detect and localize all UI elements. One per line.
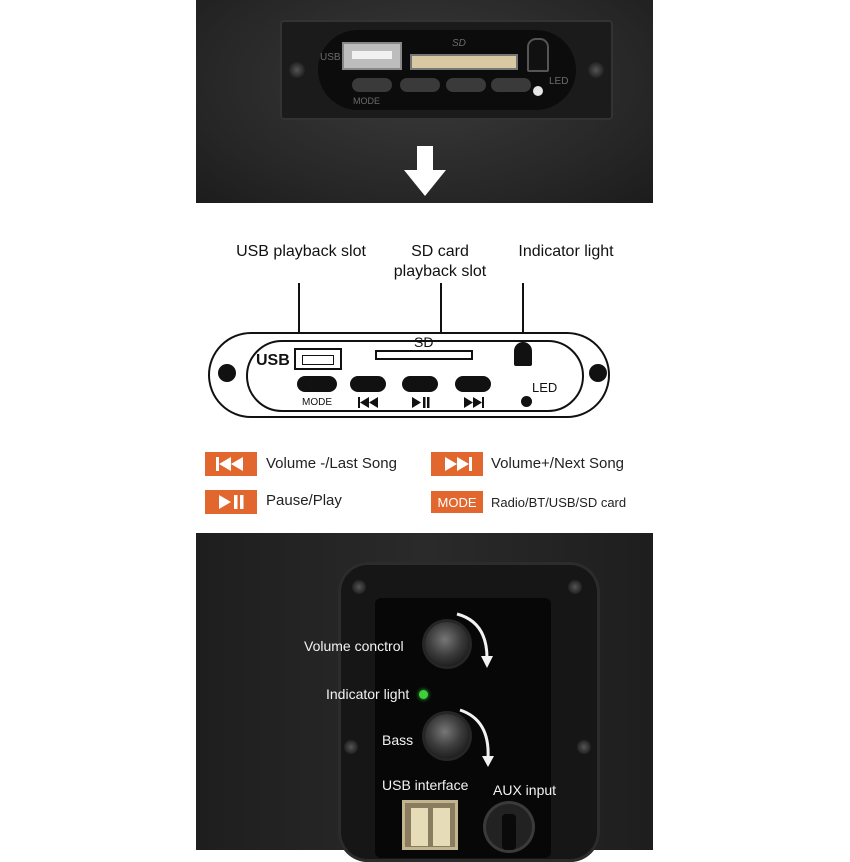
top-left-screw-icon xyxy=(289,62,305,78)
left-mount-hole xyxy=(218,364,236,382)
top-usb-label: USB xyxy=(320,52,341,63)
top-mode-button xyxy=(352,78,392,92)
usb-slot-callout: USB playback slot xyxy=(236,242,366,262)
module-mode-label: MODE xyxy=(302,397,332,408)
legend-play-text: Pause/Play xyxy=(266,492,342,509)
top-ir-sensor-icon xyxy=(527,38,549,72)
top-play-button xyxy=(446,78,486,92)
aux-input-label: AUX input xyxy=(493,782,556,798)
sd-slot-callout: SD card playback slot xyxy=(380,242,500,282)
bottom-screw-mr-icon xyxy=(577,740,591,754)
bass-rotate-arrow-icon xyxy=(452,704,500,768)
top-next-button xyxy=(491,78,531,92)
legend-play-pause-icon xyxy=(217,495,245,509)
top-usb-port xyxy=(342,42,402,70)
legend-next-badge xyxy=(431,452,483,476)
top-prev-button xyxy=(400,78,440,92)
volume-label: Volume conctrol xyxy=(304,638,404,654)
top-led-label: LED xyxy=(549,76,568,87)
bass-label: Bass xyxy=(382,732,413,748)
bottom-usb-ports xyxy=(402,800,458,850)
indicator-light-dot xyxy=(419,690,428,699)
module-ir-sensor-icon xyxy=(514,342,532,366)
aux-jack xyxy=(486,804,532,850)
module-led-label: LED xyxy=(532,380,557,395)
legend-prev-badge xyxy=(205,452,257,476)
right-mount-hole xyxy=(589,364,607,382)
module-play-button xyxy=(402,376,438,392)
legend-next-icon xyxy=(442,457,472,471)
volume-rotate-arrow-icon xyxy=(449,608,497,670)
module-mode-button xyxy=(297,376,337,392)
top-mode-label: MODE xyxy=(353,96,380,106)
legend-prev-text: Volume -/Last Song xyxy=(266,455,397,472)
legend-mode-text: Radio/BT/USB/SD card xyxy=(491,495,626,510)
module-prev-icon xyxy=(358,397,378,408)
module-usb-port xyxy=(294,348,342,370)
top-sd-label: SD xyxy=(452,38,466,49)
top-sd-slot xyxy=(410,54,518,70)
legend-prev-icon xyxy=(216,457,246,471)
bottom-screw-tl-icon xyxy=(352,580,366,594)
top-right-screw-icon xyxy=(588,62,604,78)
module-play-pause-icon xyxy=(412,397,430,408)
module-led-dot xyxy=(521,396,532,407)
down-arrow-icon xyxy=(404,146,446,198)
indicator-callout: Indicator light xyxy=(506,242,626,262)
usb-interface-label: USB interface xyxy=(382,777,468,793)
legend-next-text: Volume+/Next Song xyxy=(491,455,624,472)
bottom-screw-ml-icon xyxy=(344,740,358,754)
top-led-dot xyxy=(533,86,543,96)
bottom-screw-tr-icon xyxy=(568,580,582,594)
module-sd-slot xyxy=(375,350,473,360)
indicator-light-label: Indicator light xyxy=(326,686,409,702)
module-next-icon xyxy=(464,397,484,408)
module-sd-label: SD xyxy=(414,334,433,350)
module-usb-label: USB xyxy=(256,352,290,370)
module-next-button xyxy=(455,376,491,392)
legend-play-badge xyxy=(205,490,257,514)
module-prev-button xyxy=(350,376,386,392)
legend-mode-badge: MODE xyxy=(431,491,483,513)
